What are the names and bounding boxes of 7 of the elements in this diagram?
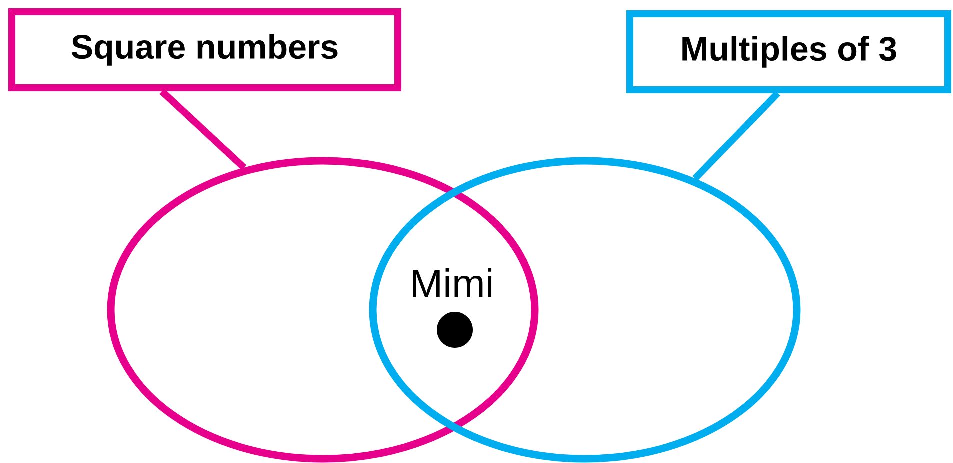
leader-line <box>692 91 780 182</box>
point-label: Mimi <box>413 268 492 298</box>
label-box: Square numbers <box>8 8 402 92</box>
label-box: Multiples of 3 <box>626 10 952 94</box>
set-ellipse <box>369 157 801 463</box>
leader-line <box>160 88 247 170</box>
set-ellipse <box>107 157 539 463</box>
